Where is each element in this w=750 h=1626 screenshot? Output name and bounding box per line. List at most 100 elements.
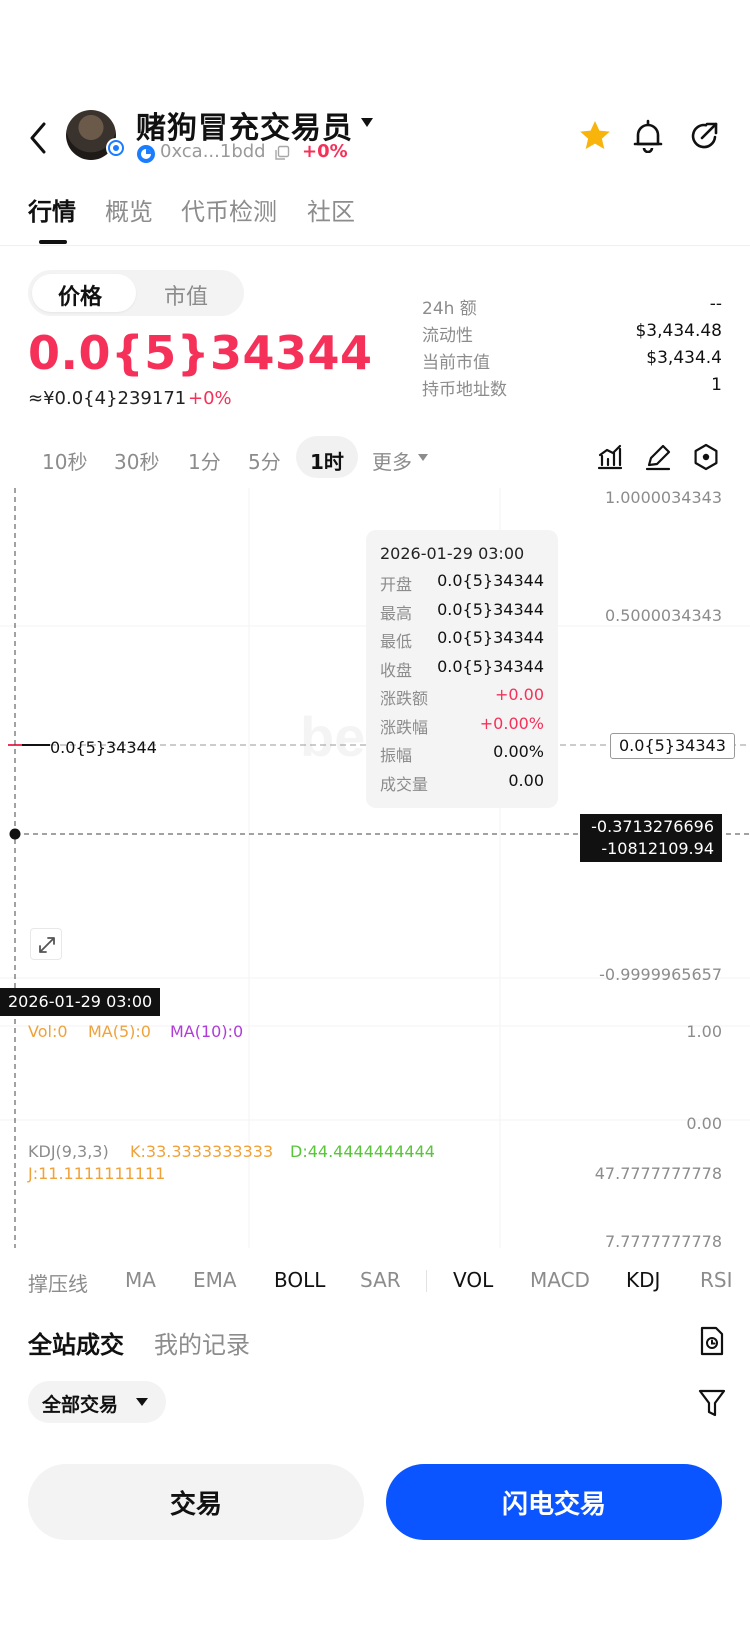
svg-text:be: be — [300, 705, 365, 768]
indicator-tab-rsi[interactable]: RSI — [700, 1268, 733, 1292]
kdj-j: J:11.1111111111 — [28, 1164, 166, 1183]
crosshair-value: -0.3713276696 — [591, 817, 714, 836]
y-axis-label-bottom: -0.9999965657 — [599, 965, 722, 984]
tooltip-value: +0.00% — [479, 713, 544, 733]
tooltip-row-close: 收盘 0.0{5}34344 — [380, 657, 544, 686]
indicator-tab-boll[interactable]: BOLL — [274, 1268, 326, 1292]
crosshair-value-tag: -0.3713276696 -10812109.94 % — [580, 814, 722, 880]
tab-token-check[interactable]: 代币检测 — [181, 198, 277, 226]
tooltip-value: 0.0{5}34344 — [437, 628, 544, 647]
trade-button[interactable]: 交易 — [28, 1464, 364, 1540]
chain-icon — [137, 145, 155, 163]
stat-label-holders: 持币地址数 — [422, 380, 507, 400]
stat-value-holders: 1 — [711, 375, 722, 395]
crosshair-pct: -10812109.94 % — [601, 839, 714, 880]
token-address[interactable]: 0xca...1bdd — [160, 141, 266, 162]
token-name[interactable]: 赌狗冒充交易员 — [136, 111, 353, 146]
tab-all-trades[interactable]: 全站成交 — [28, 1331, 124, 1359]
tooltip-date: 2026-01-29 03:00 — [380, 544, 525, 563]
last-price-label: 0.0{5}34344 — [50, 738, 157, 757]
vol-ma10: MA(10):0 — [170, 1022, 244, 1041]
bell-icon[interactable] — [632, 119, 664, 153]
indicator-tab-macd[interactable]: MACD — [530, 1268, 590, 1292]
timeframe-active-bg — [296, 436, 358, 478]
stat-value-mcap: $3,434.4 — [646, 348, 722, 368]
kdj-label: KDJ(9,3,3) — [28, 1142, 109, 1161]
tab-overview[interactable]: 概览 — [105, 198, 153, 226]
chart-settings-icon[interactable] — [692, 443, 720, 471]
tab-my-records[interactable]: 我的记录 — [154, 1331, 250, 1359]
indicator-tab-ma[interactable]: MA — [125, 1268, 156, 1292]
tooltip-row-high: 最高 0.0{5}34344 — [380, 600, 544, 629]
vol-y-top: 1.00 — [686, 1022, 722, 1041]
divider — [0, 245, 750, 246]
timeframe-more[interactable]: 更多 — [372, 450, 412, 474]
indicator-tab-sar[interactable]: SAR — [360, 1268, 401, 1292]
price-cny: ≈¥0.0{4}239171 — [28, 388, 187, 409]
timeframe-10s[interactable]: 10秒 — [42, 450, 88, 474]
flash-trade-button[interactable]: 闪电交易 — [386, 1464, 722, 1540]
indicator-tab-vol[interactable]: VOL — [453, 1268, 494, 1292]
kdj-y-top: 47.7777777778 — [594, 1164, 722, 1183]
kdj-d: D:44.4444444444 — [290, 1142, 435, 1161]
favorite-star-icon[interactable] — [578, 119, 612, 153]
vol-ma5: MA(5):0 — [88, 1022, 151, 1041]
stat-label-mcap: 当前市值 — [422, 353, 490, 373]
tooltip-row-volume: 成交量 0.00 — [380, 771, 544, 800]
tooltip-value: 0.00 — [508, 770, 544, 790]
copy-icon[interactable] — [274, 145, 290, 161]
indicator-tab-support[interactable]: 撑压线 — [28, 1272, 88, 1296]
expand-icon — [39, 937, 55, 953]
caret-down-icon — [136, 1398, 148, 1406]
header-change: +0% — [302, 141, 348, 162]
tooltip-value: 0.00% — [493, 742, 544, 761]
timeframe-5m[interactable]: 5分 — [248, 450, 281, 474]
chain-badge-icon — [106, 138, 126, 158]
share-icon[interactable] — [688, 120, 720, 152]
tooltip-key: 收盘 — [380, 660, 413, 680]
tab-community[interactable]: 社区 — [307, 198, 355, 226]
trade-filter-label: 全部交易 — [42, 1394, 119, 1416]
y-axis-label-top: 1.0000034343 — [604, 488, 722, 507]
vol-label: Vol:0 — [28, 1022, 68, 1041]
tooltip-key: 最高 — [380, 603, 413, 623]
funnel-filter-icon[interactable] — [698, 1388, 726, 1418]
tooltip-value: 0.0{5}34344 — [437, 599, 544, 619]
caret-down-icon[interactable] — [360, 117, 374, 129]
tooltip-row-change: 涨跌额+0.00 — [380, 685, 544, 714]
toggle-mcap[interactable]: 市值 — [164, 285, 209, 310]
timeframe-30s[interactable]: 30秒 — [114, 450, 160, 474]
price-chart[interactable]: be — [0, 488, 750, 1248]
tooltip-row-change-pct: 涨跌幅 +0.00% — [380, 714, 544, 743]
stat-label-liquidity: 流动性 — [422, 326, 473, 346]
back-icon[interactable] — [26, 118, 52, 158]
current-price: 0.0{5}34344 — [28, 326, 373, 380]
indicator-tab-ema[interactable]: EMA — [193, 1268, 237, 1292]
tooltip-key: 最低 — [380, 632, 413, 651]
stat-label-volume: 24h 额 — [422, 299, 477, 319]
indicator-tab-separator — [426, 1270, 427, 1292]
tooltip-key: 涨跌幅 — [380, 717, 429, 737]
crosshair-time-tag: 2026-01-29 03:00 — [0, 988, 161, 1016]
tooltip-key: 开盘 — [380, 575, 413, 594]
draw-pencil-icon[interactable] — [644, 443, 672, 471]
history-record-icon[interactable] — [698, 1325, 726, 1357]
more-caret-icon[interactable] — [418, 454, 428, 462]
tab-market[interactable]: 行情 — [28, 198, 76, 226]
tab-underline — [39, 240, 67, 244]
expand-chart-button[interactable] — [30, 928, 62, 960]
last-price-tag: 0.0{5}34343 — [610, 733, 735, 759]
timeframe-1h[interactable]: 1时 — [310, 450, 344, 474]
toggle-price[interactable]: 价格 — [58, 285, 103, 310]
stat-value-liquidity: $3,434.48 — [635, 321, 722, 341]
indicator-tab-kdj[interactable]: KDJ — [626, 1268, 661, 1292]
y-axis-label-mid: 0.5000034343 — [604, 606, 722, 625]
tooltip-value: 0.0{5}34344 — [437, 656, 544, 676]
toggle-selected-bg — [32, 274, 136, 312]
tooltip-key: 成交量 — [380, 774, 429, 794]
timeframe-1m[interactable]: 1分 — [188, 450, 221, 474]
indicator-icon[interactable] — [596, 443, 624, 471]
